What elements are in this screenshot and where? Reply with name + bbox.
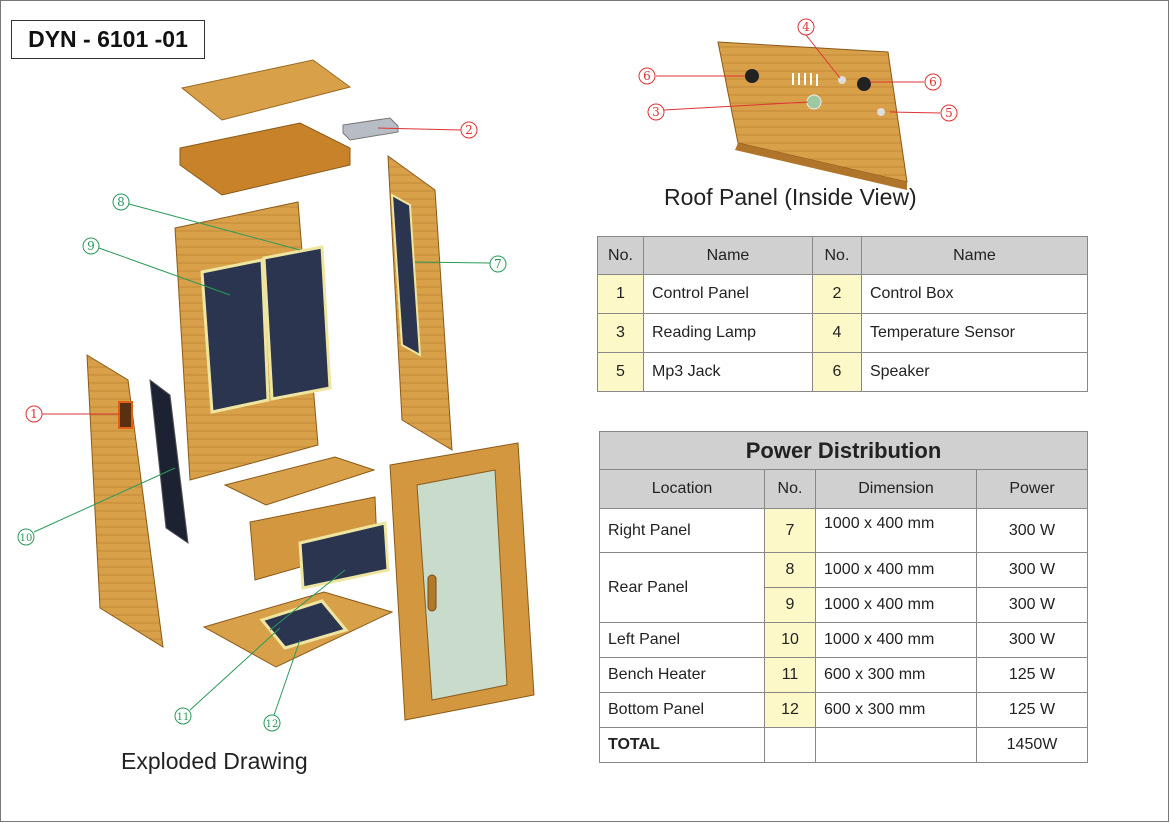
part-no: 1 xyxy=(597,274,644,314)
location: Bottom Panel xyxy=(599,692,765,728)
exploded-caption: Exploded Drawing xyxy=(121,748,308,774)
location: Rear Panel xyxy=(599,552,765,623)
header-dimension: Dimension xyxy=(815,469,977,509)
part-no: 6 xyxy=(811,352,862,392)
power: 300 W xyxy=(976,587,1088,623)
power-table-title: Power Distribution xyxy=(599,431,1088,470)
door-handle xyxy=(427,574,437,612)
roof-top-panel xyxy=(179,59,352,196)
dimension: 1000 x 400 mm xyxy=(815,587,977,623)
part-name: Control Box xyxy=(860,274,1089,314)
heater-no: 10 xyxy=(764,622,816,658)
location: Right Panel xyxy=(599,508,765,553)
callout-1 xyxy=(25,405,43,423)
location: Left Panel xyxy=(599,622,765,658)
header-name: Name xyxy=(643,236,813,275)
part-name: Speaker xyxy=(860,352,1089,392)
left-panel xyxy=(86,354,164,648)
callout-6-label: 6 xyxy=(929,75,937,89)
total-label: TOTAL xyxy=(599,727,765,763)
callout-12-label: 12 xyxy=(266,719,279,730)
left-heater xyxy=(149,378,189,545)
bottom-heater xyxy=(259,599,349,650)
heater-no: 8 xyxy=(764,552,816,588)
header-no: No. xyxy=(764,469,816,509)
header-location: Location xyxy=(599,469,765,509)
dimension: 1000 x 400 mm xyxy=(815,508,977,553)
header-no: No. xyxy=(811,236,862,275)
callout-10-label: 10 xyxy=(20,533,33,544)
callout-3-label: 3 xyxy=(652,105,660,119)
control-box xyxy=(342,117,399,141)
callout-4-label: 4 xyxy=(802,20,810,34)
part-no: 5 xyxy=(597,352,644,392)
roof-inside-view xyxy=(717,41,908,190)
part-no: 4 xyxy=(811,313,862,353)
power-distribution-table: Power Distribution Location No. Dimensio… xyxy=(599,431,1088,763)
power: 300 W xyxy=(976,622,1088,658)
callout-1-label: 1 xyxy=(30,407,38,421)
dimension: 1000 x 400 mm xyxy=(815,622,977,658)
callout-9-label: 9 xyxy=(87,239,95,253)
part-name: Control Panel xyxy=(643,274,813,314)
heater-no: 7 xyxy=(764,508,816,553)
power: 300 W xyxy=(976,508,1088,553)
model-number: DYN - 6101 -01 xyxy=(11,20,205,59)
part-name: Mp3 Jack xyxy=(643,352,813,392)
callouts: 1 2 3 4 5 6 6 7 8 9 10 11 12 xyxy=(17,18,958,732)
heater-no: 9 xyxy=(764,587,816,623)
part-name: Temperature Sensor xyxy=(860,313,1089,353)
dimension: 600 x 300 mm xyxy=(815,657,977,693)
bench-heater xyxy=(298,521,390,590)
total-row: TOTAL 1450W xyxy=(599,727,1088,763)
power: 125 W xyxy=(976,657,1088,693)
heater-no: 11 xyxy=(764,657,816,693)
callout-11-label: 11 xyxy=(177,712,190,723)
part-no: 3 xyxy=(597,313,644,353)
header-power: Power xyxy=(976,469,1088,509)
right-heater xyxy=(390,193,422,357)
location: Bench Heater xyxy=(599,657,765,693)
callout-8-label: 8 xyxy=(117,195,125,209)
control-panel xyxy=(118,401,133,429)
callout-7-label: 7 xyxy=(494,257,502,271)
dimension: 600 x 300 mm xyxy=(815,692,977,728)
part-no: 2 xyxy=(811,274,862,314)
part-name: Reading Lamp xyxy=(643,313,813,353)
callout-2-label: 2 xyxy=(465,123,473,137)
bench-top xyxy=(223,456,376,506)
total-power: 1450W xyxy=(976,727,1088,763)
power: 300 W xyxy=(976,552,1088,588)
header-no: No. xyxy=(597,236,644,275)
rear-heaters xyxy=(200,245,332,414)
power: 125 W xyxy=(976,692,1088,728)
door-glass xyxy=(416,469,508,701)
dimension: 1000 x 400 mm xyxy=(815,552,977,588)
roof-caption: Roof Panel (Inside View) xyxy=(664,184,917,210)
header-name: Name xyxy=(860,236,1089,275)
callout-5-label: 5 xyxy=(945,106,953,120)
heater-no: 12 xyxy=(764,692,816,728)
callout-6-label: 6 xyxy=(643,69,651,83)
